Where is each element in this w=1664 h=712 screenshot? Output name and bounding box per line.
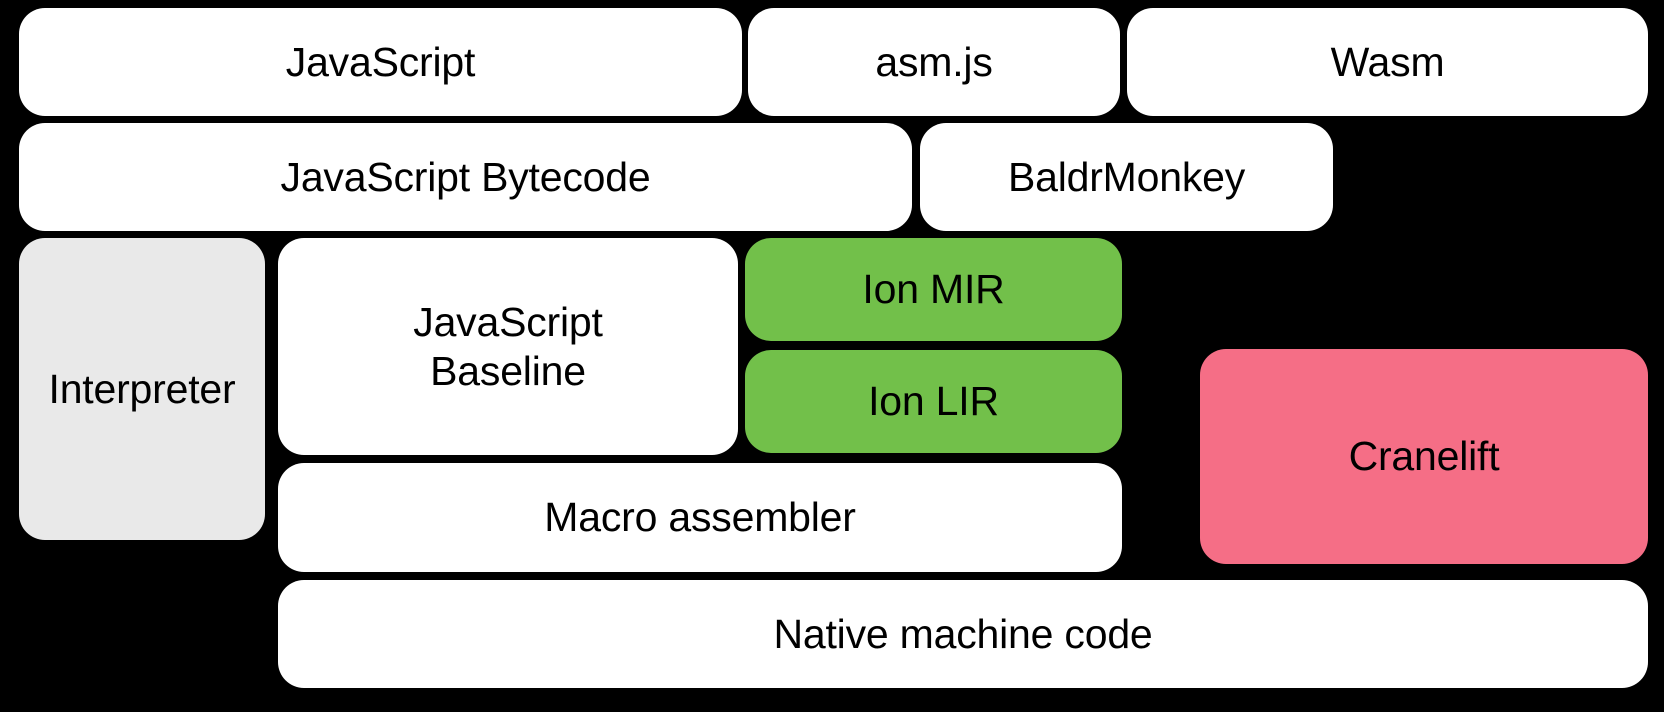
node-asm-js[interactable]: asm.js	[748, 8, 1120, 116]
node-cranelift[interactable]: Cranelift	[1200, 349, 1648, 564]
node-baldrmonkey-label: BaldrMonkey	[1007, 153, 1246, 200]
node-asm-js-label: asm.js	[875, 38, 993, 85]
node-ion-mir[interactable]: Ion MIR	[745, 238, 1122, 341]
node-native-machine-code-label: Native machine code	[773, 610, 1153, 657]
node-interpreter[interactable]: Interpreter	[19, 238, 265, 540]
node-ion-lir[interactable]: Ion LIR	[745, 350, 1122, 453]
node-wasm[interactable]: Wasm	[1127, 8, 1648, 116]
node-native-machine-code[interactable]: Native machine code	[278, 580, 1648, 688]
node-ion-lir-label: Ion LIR	[868, 378, 999, 425]
node-javascript[interactable]: JavaScript	[19, 8, 742, 116]
node-javascript-baseline[interactable]: JavaScript Baseline	[278, 238, 738, 455]
node-javascript-label: JavaScript	[285, 38, 476, 85]
node-javascript-baseline-label: JavaScript Baseline	[413, 299, 603, 394]
node-macro-assembler[interactable]: Macro assembler	[278, 463, 1122, 572]
node-javascript-bytecode[interactable]: JavaScript Bytecode	[19, 123, 912, 231]
node-macro-assembler-label: Macro assembler	[544, 494, 856, 541]
node-cranelift-label: Cranelift	[1348, 433, 1500, 480]
node-javascript-bytecode-label: JavaScript Bytecode	[280, 153, 651, 200]
node-wasm-label: Wasm	[1330, 38, 1445, 85]
node-ion-mir-label: Ion MIR	[862, 266, 1005, 313]
node-interpreter-label: Interpreter	[48, 365, 236, 412]
node-baldrmonkey[interactable]: BaldrMonkey	[920, 123, 1333, 231]
